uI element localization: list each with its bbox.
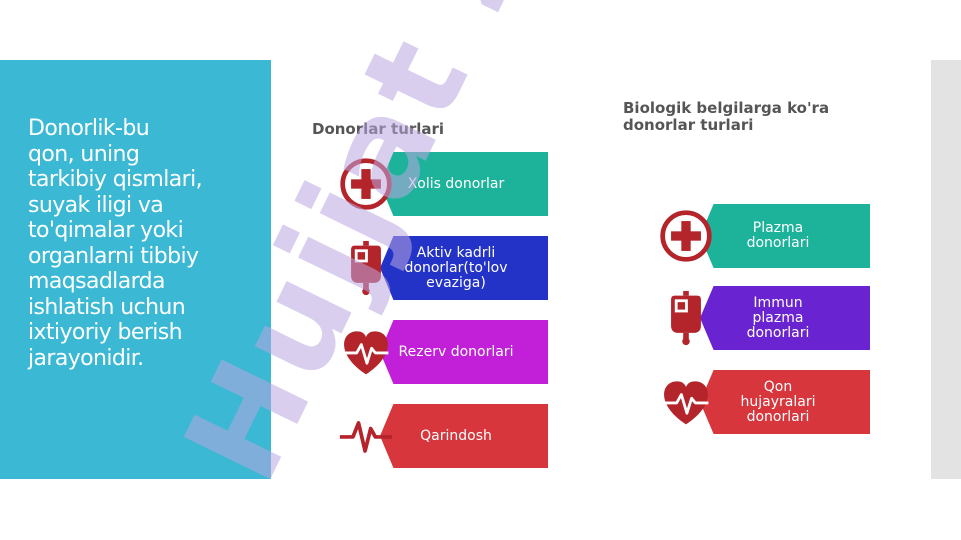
donor-type-card: [380, 404, 548, 468]
donor-type-label-line: Immun: [753, 294, 803, 311]
donor-type-label-line: Qon: [763, 378, 793, 395]
donor-type-label: Xolis donorlar: [396, 175, 516, 192]
donor-type-label-line: hujayralari: [740, 393, 816, 410]
donor-type-label-line: Qarindosh: [420, 427, 492, 444]
donor-type-label: Qarindosh: [396, 427, 516, 444]
medical-cross-icon: [660, 210, 712, 262]
text-line: suyak iligi va: [28, 192, 164, 218]
donor-type-card: [380, 320, 548, 384]
donor-type-card: [380, 152, 548, 216]
text-line: jarayonidir.: [28, 345, 144, 371]
definition-text: Donorlik-bu qon, uning tarkibiy qismlari…: [28, 116, 268, 371]
donor-type-card: [700, 204, 870, 268]
text-line: ixtiyoriy berish: [28, 320, 183, 345]
text-line: qon, uning: [28, 141, 140, 167]
donor-type-card: [380, 236, 548, 300]
left-panel: [0, 60, 271, 479]
donor-types-heading: Donorlar turlari: [312, 120, 445, 138]
text-line: organlarni tibbiy: [28, 243, 199, 269]
donor-type-label-line: Plazma: [752, 220, 804, 236]
donor-type-label-line: Rezerv donorlari: [398, 343, 514, 360]
text-line: Donorlik-bu: [28, 116, 150, 141]
pulse-line-icon: [339, 421, 393, 453]
text-line: to'qimalar yoki: [28, 218, 184, 243]
text-line: ishlatish uchun: [28, 294, 186, 320]
donor-type-label-line: Xolis donorlar: [407, 175, 505, 192]
heading-line: Biologik belgilarga ko'ra: [623, 99, 830, 117]
biological-donor-types-heading: Biologik belgilarga ko'ra donorlar turla…: [623, 100, 883, 134]
blood-bag-icon: [671, 290, 701, 346]
donor-type-label-line: donorlari: [746, 324, 810, 341]
donor-type-label-line: donorlari: [746, 408, 810, 425]
blood-bag-icon: [351, 240, 381, 296]
heading-line: donorlar turlari: [623, 116, 754, 134]
donor-type-card: [700, 370, 870, 434]
right-strip: [931, 60, 961, 479]
text-line: tarkibiy qismlari,: [28, 167, 203, 192]
donor-type-label-line: plazma: [752, 309, 804, 326]
heart-pulse-icon: [343, 331, 389, 375]
donor-type-label-line: donorlari: [746, 235, 810, 251]
medical-cross-icon: [340, 158, 392, 210]
heart-pulse-icon: [663, 381, 709, 425]
donor-type-card: [700, 286, 870, 350]
donor-type-label: Rezerv donorlari: [396, 343, 516, 360]
text-line: maqsadlarda: [28, 269, 165, 294]
donor-type-label-line: Aktiv kadrli: [416, 244, 496, 261]
donor-type-label-line: donorlar(to'lov: [404, 259, 508, 276]
donor-type-label-line: evaziga): [426, 274, 486, 291]
